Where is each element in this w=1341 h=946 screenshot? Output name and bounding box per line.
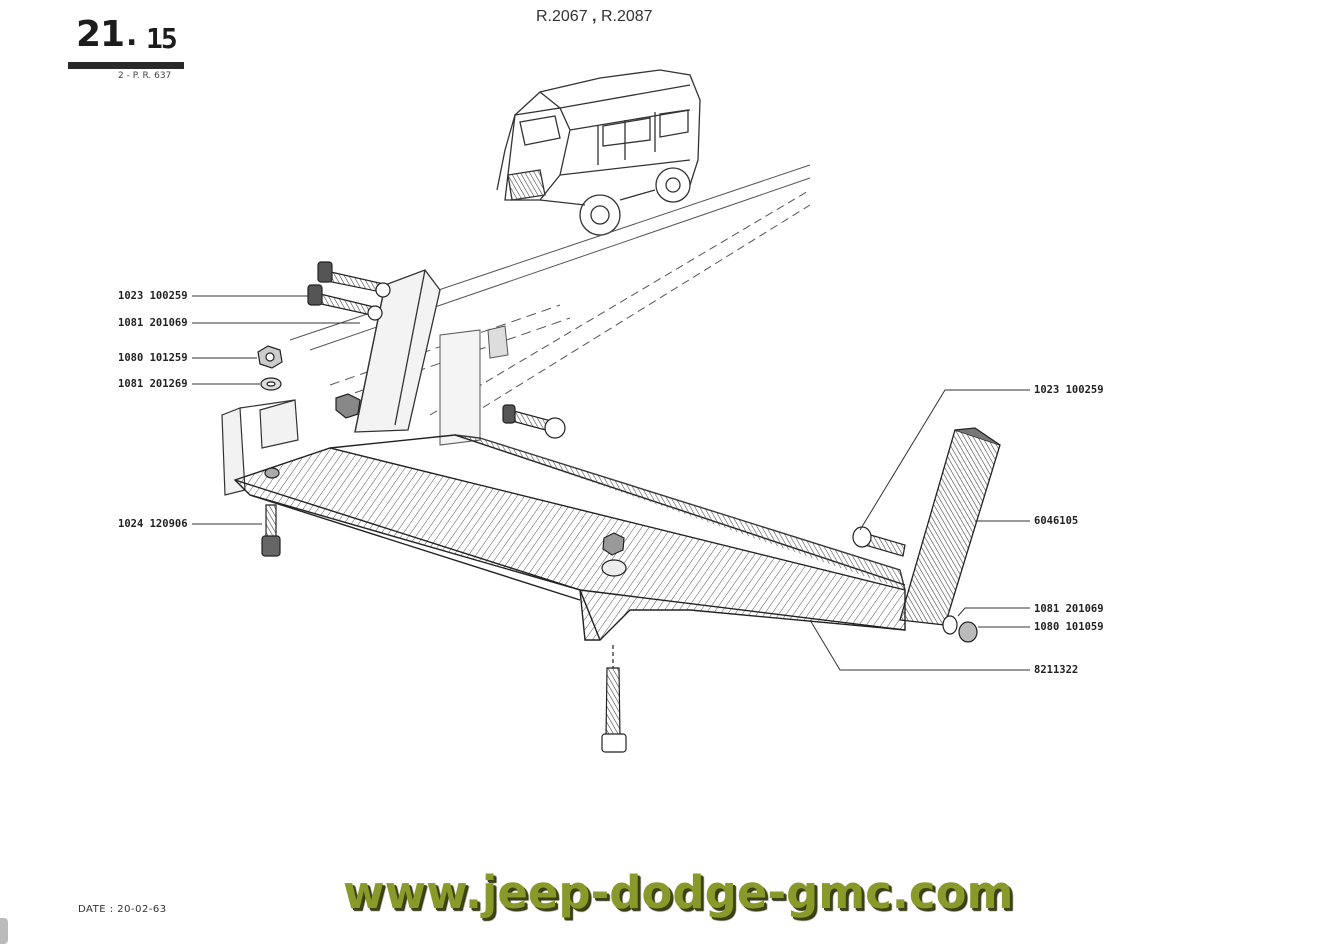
bolt-icon-right xyxy=(852,526,906,557)
callout-label: 8211322 xyxy=(1034,664,1079,676)
tray-nut-washer xyxy=(601,532,627,577)
callout-label: 6046105 xyxy=(1034,515,1079,527)
scan-edge-mark xyxy=(0,918,8,944)
leader-lines xyxy=(192,295,1030,671)
document-date: DATE : 20-02-63 xyxy=(78,904,167,915)
washer-icon xyxy=(260,377,282,391)
callout-label: 1080 101259 xyxy=(118,352,188,364)
header-rule xyxy=(68,62,184,69)
model-b: R.2087 xyxy=(600,8,653,25)
bolt-icon-lower xyxy=(601,645,627,753)
bolt-icon xyxy=(307,261,391,321)
page-reference: 2 - P. R. 637 xyxy=(118,71,172,81)
nut-icon xyxy=(257,345,283,369)
model-a: R.2067 xyxy=(536,8,588,25)
nut-icon-bracket xyxy=(335,393,361,419)
callout-label: 1023 100259 xyxy=(118,290,188,302)
bolt-icon-lower-left xyxy=(261,467,281,557)
callout-label: 1081 201069 xyxy=(1034,603,1104,615)
callout-label: 1023 100259 xyxy=(1034,384,1104,396)
left-mounting-bracket xyxy=(354,269,441,433)
section-number-minor: 15 xyxy=(146,22,178,55)
battery-tray xyxy=(233,434,906,641)
website-watermark: www.jeep-dodge-gmc.com xyxy=(343,866,1014,919)
model-numbers: R.2067 , R.2087 xyxy=(536,8,653,26)
callout-label: 1080 101059 xyxy=(1034,621,1104,633)
callout-label: 1081 201269 xyxy=(118,378,188,390)
bolt-icon-center xyxy=(502,404,566,439)
callout-label: 1024 120906 xyxy=(118,518,188,530)
van-illustration-icon xyxy=(496,69,701,236)
model-separator: , xyxy=(592,8,597,25)
callout-label: 1081 201069 xyxy=(118,317,188,329)
section-number-dot: . xyxy=(126,18,138,53)
right-mounting-bracket xyxy=(899,427,1001,626)
section-number-major: 21 xyxy=(76,14,125,55)
washer-icon-right xyxy=(942,615,978,643)
